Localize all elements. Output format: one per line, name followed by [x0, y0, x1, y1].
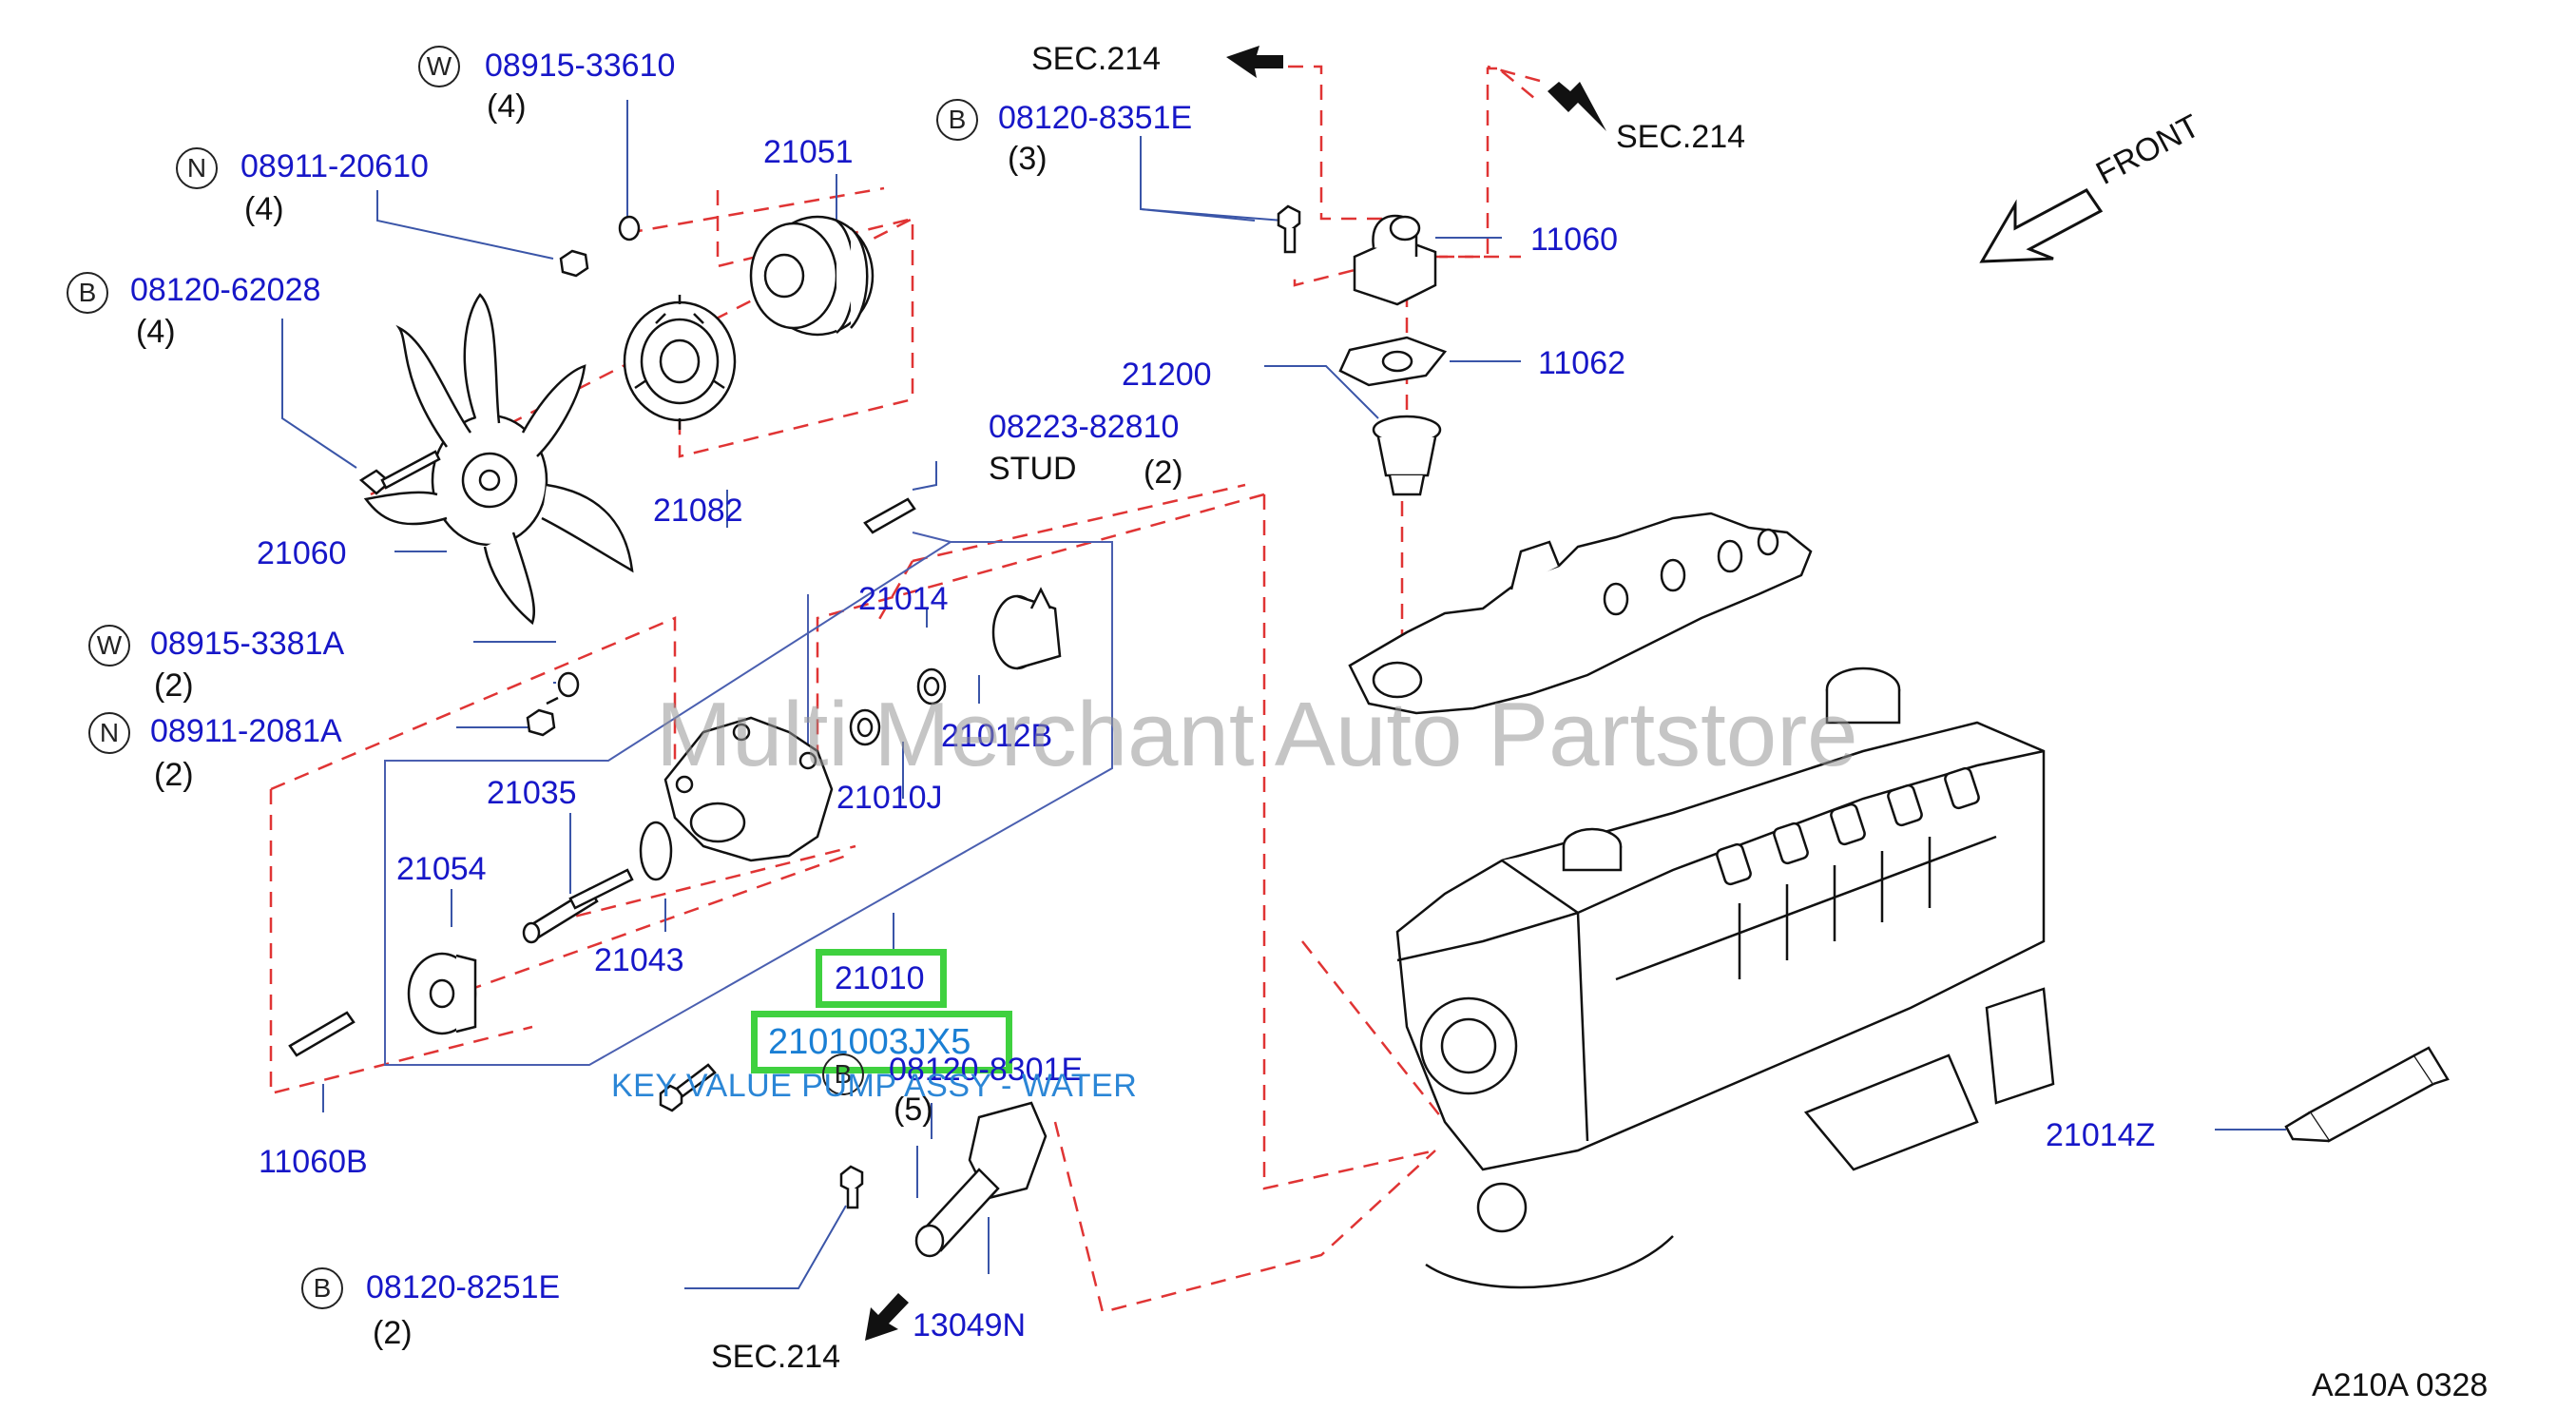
callout-prefix-b: B — [301, 1267, 343, 1309]
qty-08120-8301e: (5) — [894, 1092, 933, 1128]
part-21051[interactable]: 21051 — [763, 134, 854, 170]
qty-08223-82810: (2) — [1144, 454, 1183, 491]
stud-11060b — [288, 1011, 356, 1057]
part-08915-33610[interactable]: 08915-33610 — [485, 48, 676, 84]
part-21010j[interactable]: 21010J — [836, 780, 943, 816]
selected-part-number[interactable]: 2101003JX5 — [768, 1022, 971, 1062]
seal-21014 — [916, 667, 947, 706]
part-08120-62028[interactable]: 08120-62028 — [130, 272, 321, 308]
key-value-description: KEY VALUE PUMP ASSY - WATER — [611, 1068, 1138, 1104]
water-pump-body — [663, 716, 834, 862]
callout-prefix-b: B — [67, 272, 108, 314]
fan-blade-21060 — [363, 293, 634, 626]
front-arrow-icon — [1979, 188, 2104, 263]
qty-08911-2081a: (2) — [154, 757, 194, 793]
part-21035[interactable]: 21035 — [487, 775, 577, 811]
part-08120-8351e[interactable]: 08120-8351E — [998, 100, 1193, 136]
part-08911-2081a[interactable]: 08911-2081A — [150, 713, 342, 749]
bolt-08120-62028 — [358, 450, 441, 495]
callout-prefix-b: B — [822, 1053, 864, 1095]
fan-clutch-21082 — [623, 295, 737, 430]
assembly-dashed-lines — [269, 65, 1541, 1314]
part-21014z[interactable]: 21014Z — [2046, 1117, 2156, 1153]
sec-ref-right[interactable]: SEC.214 — [1616, 119, 1746, 155]
part-11060[interactable]: 11060 — [1530, 222, 1619, 258]
part-08120-8251e[interactable]: 08120-8251E — [366, 1269, 561, 1305]
qty-08915-3381a: (2) — [154, 667, 194, 704]
part-13049n[interactable]: 13049N — [913, 1307, 1027, 1343]
bearing-shaft-21035 — [522, 868, 634, 944]
seal-21010j — [849, 708, 881, 746]
engine-block — [1395, 667, 2055, 1289]
sec-ref-top[interactable]: SEC.214 — [1031, 41, 1162, 77]
o-ring-21043 — [639, 821, 673, 881]
qty-08911-20610: (4) — [244, 191, 284, 227]
gasket-11062 — [1338, 336, 1448, 387]
qty-08120-8351e: (3) — [1008, 141, 1048, 177]
bolt-08120-8351e — [1277, 204, 1301, 254]
callout-prefix-w: W — [418, 46, 460, 87]
bolt-08120-8251e — [839, 1165, 864, 1209]
callout-prefix-n: N — [176, 147, 218, 189]
sealant-tube-21014z — [2284, 1046, 2450, 1143]
part-08223-82810[interactable]: 08223-82810 — [989, 409, 1180, 445]
stud-label: STUD — [989, 451, 1077, 487]
part-21082[interactable]: 21082 — [653, 493, 743, 529]
qty-08915-33610: (4) — [487, 88, 527, 125]
leader-lines — [281, 100, 2286, 1289]
nut-washer-mid — [526, 671, 580, 737]
thermostat-21200 — [1372, 415, 1442, 496]
intake-manifold — [1348, 512, 1813, 715]
part-08915-3381a[interactable]: 08915-3381A — [150, 626, 345, 662]
stud-08223-82810 — [863, 497, 916, 534]
callout-prefix-n: N — [88, 712, 130, 754]
impeller-21012b — [991, 587, 1062, 670]
highlight-box-21010 — [816, 949, 947, 1008]
part-08120-8301e[interactable]: 08120-8301E — [889, 1052, 1084, 1088]
part-21054[interactable]: 21054 — [396, 851, 487, 887]
bolt-08120-8301e — [659, 1063, 717, 1112]
part-21060[interactable]: 21060 — [257, 535, 347, 571]
thermostat-housing-11060 — [1353, 214, 1437, 306]
watermark: Multi Merchant Auto Partstore — [656, 684, 1858, 785]
part-11062[interactable]: 11062 — [1538, 345, 1626, 381]
part-11060b[interactable]: 11060B — [259, 1144, 368, 1180]
pump-group-outline — [384, 532, 1113, 1066]
sec-ref-bottom[interactable]: SEC.214 — [711, 1339, 841, 1375]
sec-arrows — [865, 46, 1606, 1341]
callout-prefix-w: W — [88, 625, 130, 667]
water-outlet-13049n — [914, 1101, 1048, 1258]
callout-prefix-b: B — [936, 99, 978, 141]
part-21010[interactable]: 21010 — [835, 960, 925, 996]
part-21043[interactable]: 21043 — [594, 942, 684, 978]
qty-08120-8251e: (2) — [373, 1315, 413, 1351]
pulley-21051 — [749, 215, 875, 337]
sheet-code: A210A 0328 — [2312, 1367, 2489, 1403]
hub-21054 — [407, 952, 477, 1035]
part-08911-20610[interactable]: 08911-20610 — [240, 148, 429, 184]
part-21200[interactable]: 21200 — [1122, 357, 1212, 393]
part-21014[interactable]: 21014 — [858, 581, 949, 617]
part-21012b[interactable]: 21012B — [941, 718, 1053, 754]
qty-08120-62028: (4) — [136, 314, 176, 350]
highlight-box-selected-part — [751, 1011, 1012, 1073]
nut-washer-top — [559, 215, 641, 278]
